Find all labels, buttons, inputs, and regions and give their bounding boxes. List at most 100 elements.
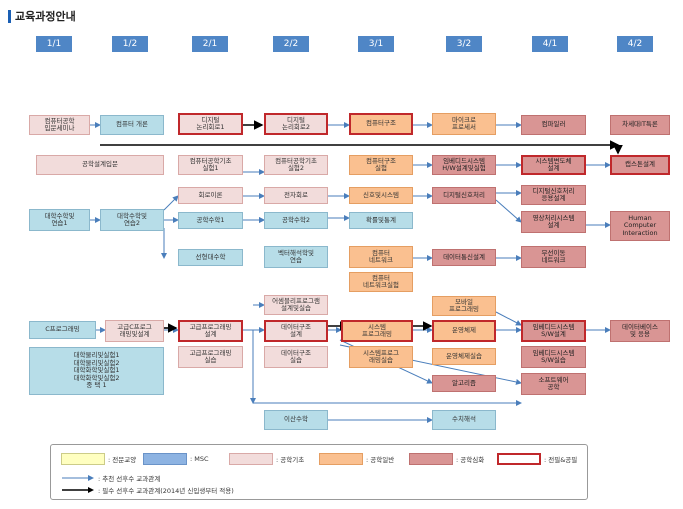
course-label: 컴퓨터공학 입문세미나 [44,116,75,132]
course-box: 마이크로 프로세서 [432,113,496,135]
course-box: 컴퓨터구조 [349,113,413,135]
legend-item: : 공학기초 [229,453,304,465]
course-box: 알고리즘 [432,375,496,392]
course-label: 공학설계입문 [82,160,118,169]
course-label: 차세대IT특론 [622,120,658,129]
course-label: 마이크로 프로세서 [452,115,476,131]
legend-label: : 추천 선후수 교과관계 [98,475,161,483]
legend-label: : 전필&공필 [544,456,578,464]
course-box: 차세대IT특론 [610,115,670,135]
course-box: 공학설계입문 [36,155,164,175]
course-label: C프로그래밍 [45,325,80,334]
legend-item: : 전필&공필 [497,453,577,465]
black-arrow-icon [62,487,94,493]
legend: : 전문교양 : MSC : 공학기초 : 공학일반 : 공학심화 : 전필&공… [50,444,588,500]
course-label: 데이터베이스 및 응용 [622,322,658,338]
legend-label: : 공학심화 [456,456,485,464]
course-label: 데이터구조 실습 [281,348,311,364]
course-box: 고급프로그래밍 실습 [178,346,243,368]
course-box: 시스템 프로그래밍 [341,320,413,342]
course-box: 컴파일러 [521,115,586,135]
legend-swatch [143,453,187,465]
course-label: Human Computer Interaction [622,213,658,237]
course-box: 디지털 논리회로2 [264,113,328,135]
legend-swatch [61,453,105,465]
semester-header: 1/1 [36,36,72,52]
course-box: 수치해석 [432,410,496,430]
course-box: 대학수학및 연습1 [29,209,90,231]
title-text: 교육과정안내 [15,10,76,23]
course-box: 임베디드시스템 S/W설계 [521,320,586,342]
course-box: 공학수학1 [178,212,243,229]
course-box: 확률및통계 [349,212,413,229]
legend-label: : MSC [190,455,209,463]
course-label: 컴퓨터공학기초 실험2 [275,156,317,172]
semester-header: 3/1 [358,36,394,52]
course-box: 전자회로 [264,187,328,204]
course-label: 시스템프로그 래밍실습 [363,348,399,364]
course-label: 컴퓨터공학기초 실험1 [189,156,232,172]
course-box: 디지털 논리회로1 [178,113,243,135]
legend-label: : 전문교양 [108,456,137,464]
course-label: 디지털신호처리 [443,190,485,199]
course-label: 영상처리시스템 설계 [532,213,575,229]
course-label: 벡터해석학및 연습 [278,248,314,264]
course-box: 소프트웨어 공학 [521,373,586,395]
course-label: 데이터구조 설계 [281,322,311,338]
legend-label: : 공학기초 [276,456,305,464]
course-label: 무선이동 네트워크 [541,248,566,264]
legend-swatch [409,453,453,465]
course-label: 캡스톤설계 [625,160,655,169]
course-label: 공학수학2 [281,215,311,224]
course-box: 캡스톤설계 [610,155,670,175]
course-box: 컴퓨터구조 실험 [349,155,413,175]
legend-item: : 공학일반 [319,453,394,465]
semester-header: 3/2 [446,36,482,52]
course-box: 신호및시스템 [349,187,413,204]
course-label: 대학물리및실험1 대학물리및실험2 대학화학및실험1 대학화학및실험2 중 택 … [73,351,120,390]
course-box: 데이터베이스 및 응용 [610,320,670,342]
course-label: 대학수학및 연습2 [117,211,147,227]
course-label: 이산수학 [284,415,308,424]
course-label: 시스템변도체 설계 [535,156,572,172]
legend-label: : 공학일반 [366,456,395,464]
semester-header: 1/2 [112,36,148,52]
course-box: 디지털신호처리 응용설계 [521,185,586,205]
blue-arrow-icon [62,475,94,481]
course-box: 컴퓨터 개론 [100,115,164,135]
course-box: 이산수학 [264,410,328,430]
course-label: 알고리즘 [452,378,476,387]
course-label: 데이터통신설계 [443,252,485,261]
course-box: 선형대수학 [178,249,243,266]
course-label: 컴퓨터 네트워크 [369,248,393,264]
course-label: 선형대수학 [195,252,226,261]
course-box: C프로그래밍 [29,321,96,339]
course-box: 공학수학2 [264,212,328,229]
course-label: 컴퓨터구조 [366,119,396,128]
course-box: 무선이동 네트워크 [521,246,586,268]
course-box: 어셈블리프로그램 설계및실습 [264,295,328,315]
course-box: Human Computer Interaction [610,211,670,241]
course-label: 확률및통계 [366,215,396,224]
legend-item: : MSC [143,453,209,465]
course-box: 컴퓨터공학 입문세미나 [29,115,90,135]
course-box: 임베디드시스템 H/W설계및실험 [432,155,496,175]
course-box: 시스템프로그 래밍실습 [349,346,413,368]
course-label: 고급C프로그 래밍및설계 [117,322,152,338]
title-bar-icon [8,9,11,23]
course-label: 어셈블리프로그램 설계및실습 [272,296,320,312]
course-label: 컴퓨터 개론 [116,120,148,129]
course-box: 컴퓨터공학기초 실험1 [178,155,243,175]
course-label: 컴파일러 [541,120,566,129]
course-label: 신호및시스템 [363,190,399,199]
course-box: 영상처리시스템 설계 [521,211,586,233]
course-box: 디지털신호처리 [432,187,496,204]
course-label: 컴퓨터구조 실험 [366,156,396,172]
course-label: 소프트웨어 공학 [538,375,569,391]
course-label: 컴퓨터 네트워크실험 [363,273,399,289]
course-label: 디지털 논리회로2 [281,115,311,131]
semester-header: 2/2 [273,36,309,52]
course-label: 디지털 논리회로1 [196,115,225,131]
course-box: 데이터통신설계 [432,249,496,266]
